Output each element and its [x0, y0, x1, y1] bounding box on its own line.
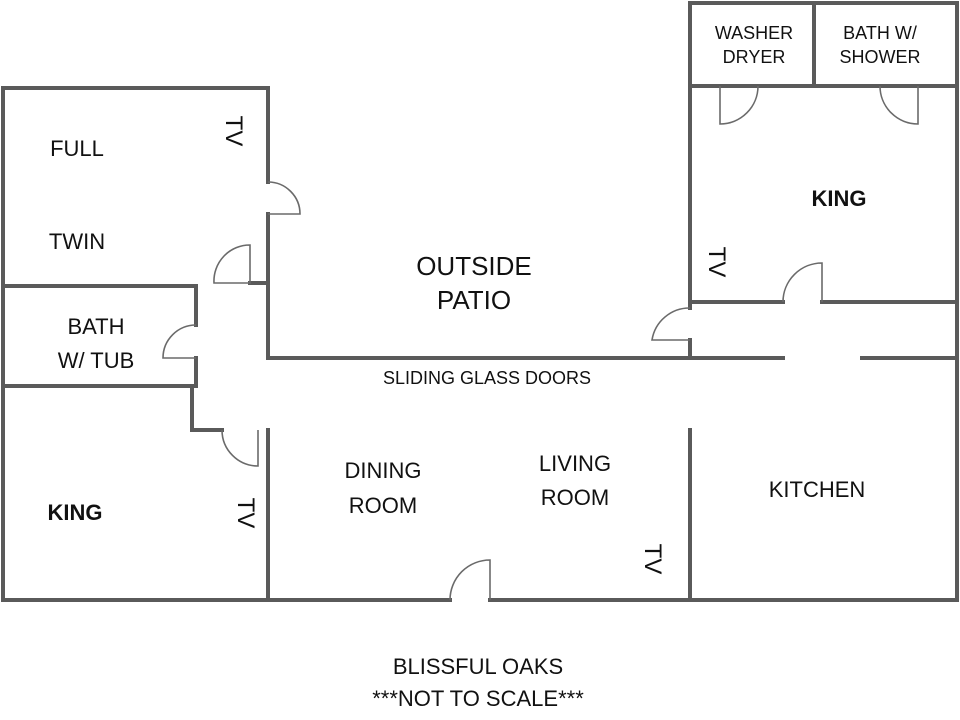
label-patio: PATIO: [437, 285, 511, 315]
door-bath-shower: [879, 85, 919, 125]
door-patio-right: [651, 307, 691, 341]
door-king-right: [782, 262, 823, 303]
label-sliding-glass-doors: SLIDING GLASS DOORS: [383, 368, 591, 388]
tv-full-twin: TV: [220, 116, 247, 147]
door-front: [449, 559, 491, 601]
label-dining-room: ROOM: [349, 493, 417, 518]
label-bath: BATH: [67, 314, 124, 339]
label-king-lower-left: KING: [48, 500, 103, 525]
label-bath-w: BATH W/: [843, 23, 917, 43]
label-outside: OUTSIDE: [416, 251, 532, 281]
label-full: FULL: [50, 136, 104, 161]
door-king-left: [221, 429, 259, 467]
wall-utility-block: [688, 1, 959, 88]
label-king-upper-right: KING: [812, 186, 867, 211]
property-name: BLISSFUL OAKS: [393, 654, 563, 679]
label-kitchen: KITCHEN: [769, 477, 866, 502]
footer: BLISSFUL OAKS ***NOT TO SCALE***: [372, 654, 584, 711]
label-washer: WASHER: [715, 23, 793, 43]
door-full-twin: [267, 181, 301, 215]
door-washer: [719, 85, 759, 125]
label-dryer: DRYER: [723, 47, 786, 67]
doors: [162, 85, 919, 601]
door-bath-tub: [162, 324, 197, 359]
label-shower: SHOWER: [840, 47, 921, 67]
room-labels: WASHER DRYER BATH W/ SHOWER KING FULL TW…: [48, 23, 921, 525]
label-living: LIVING: [539, 451, 611, 476]
label-twin: TWIN: [49, 229, 105, 254]
tv-markers: TV TV TV TV: [220, 116, 730, 575]
wall-left-top: [1, 86, 270, 184]
scale-note: ***NOT TO SCALE***: [372, 686, 584, 711]
door-bedroom-hall: [213, 244, 251, 284]
tv-king-lower-left: TV: [232, 498, 259, 529]
label-living-room: ROOM: [541, 485, 609, 510]
tv-king-upper-right: TV: [703, 247, 730, 278]
tv-living-room: TV: [639, 544, 666, 575]
label-w-tub: W/ TUB: [58, 348, 135, 373]
walls: [1, 1, 959, 602]
label-dining: DINING: [345, 458, 422, 483]
